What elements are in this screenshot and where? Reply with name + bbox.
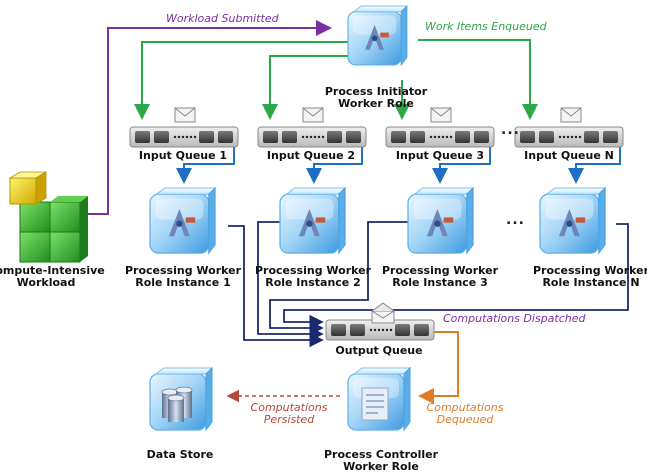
input-queue-n-icon [514,126,624,148]
input-queue-1-icon [129,126,239,148]
process-initiator-role-icon [347,5,408,66]
processing-worker-2-line1: Processing Worker [254,264,372,277]
computations-dequeued-label: Computations Dequeued [427,402,504,426]
processing-worker-3-line1: Processing Worker [381,264,499,277]
data-store-icon [149,366,214,432]
processing-worker-3-title: Processing Worker Role Instance 3 [382,265,498,289]
process-controller-title-line1: Process Controller [323,448,439,461]
processing-worker-3-line2: Role Instance 3 [392,276,488,289]
processing-worker-2-line2: Role Instance 2 [265,276,361,289]
workload-submitted-label: Workload Submitted [166,12,279,25]
worker-to-output-arrows [228,221,629,348]
input-queue-2-label: Input Queue 2 [266,149,356,162]
processing-worker-1-icon [149,187,216,254]
process-initiator-title: Process Initiator Worker Role [325,86,427,110]
input-queue-3-label: Input Queue 3 [395,149,485,162]
computations-dequeued-arrow [412,331,459,404]
process-initiator-title-line1: Process Initiator [324,85,428,98]
input-queue-2-icon [257,126,367,148]
processing-worker-3-icon [407,187,474,254]
input-queue-ellipsis: ... [501,122,520,138]
processing-worker-2-title: Processing Worker Role Instance 2 [255,265,371,289]
processing-worker-n-title: Processing Worker Role Instance N [533,265,647,289]
output-queue-label: Output Queue [335,344,423,357]
processing-worker-1-line1: Processing Worker [124,264,242,277]
compute-workload-title-line1: Compute-Intensive [0,264,105,277]
input-queue-n-label: Input Queue N [524,149,614,162]
computations-persisted-line1: Computations [250,401,328,414]
processing-worker-n-line1: Processing Worker [532,264,647,277]
processing-worker-1-title: Processing Worker Role Instance 1 [125,265,241,289]
processing-worker-2-icon [279,187,346,254]
data-store-label: Data Store [146,448,214,461]
input-queue-3-icon [385,126,495,148]
envelope-icon [174,107,196,123]
processing-worker-n-line2: Role Instance N [542,276,640,289]
process-initiator-title-line2: Worker Role [338,97,414,110]
envelope-icon [302,107,324,123]
worker-ellipsis: ... [506,212,525,228]
envelope-open-icon [371,302,395,324]
work-items-enqueued-label: Work Items Enqueued [425,20,547,33]
computations-persisted-line2: Persisted [263,413,315,426]
process-controller-title-line2: Worker Role [343,460,419,473]
input-queue-1-label: Input Queue 1 [138,149,228,162]
envelope-icon [560,107,582,123]
queue-to-worker-arrows [176,146,621,184]
compute-workload-title: Compute-Intensive Workload [0,265,105,289]
processing-worker-n-icon [539,187,606,254]
computations-persisted-label: Computations Persisted [251,402,328,426]
process-controller-title: Process Controller Worker Role [324,449,438,473]
envelope-icon [430,107,452,123]
database-icon [161,386,193,422]
computations-dequeued-line2: Dequeued [436,413,494,426]
computations-dequeued-line1: Computations [426,401,504,414]
compute-workload-title-line2: Workload [16,276,76,289]
work-items-enqueued-arrows [134,39,538,120]
process-controller-role-icon [347,366,412,432]
compute-workload-cube-icon [8,171,88,263]
computations-dispatched-label: Computations Dispatched [443,312,586,325]
workload-submitted-arrow [88,20,332,215]
processing-worker-1-line2: Role Instance 1 [135,276,231,289]
